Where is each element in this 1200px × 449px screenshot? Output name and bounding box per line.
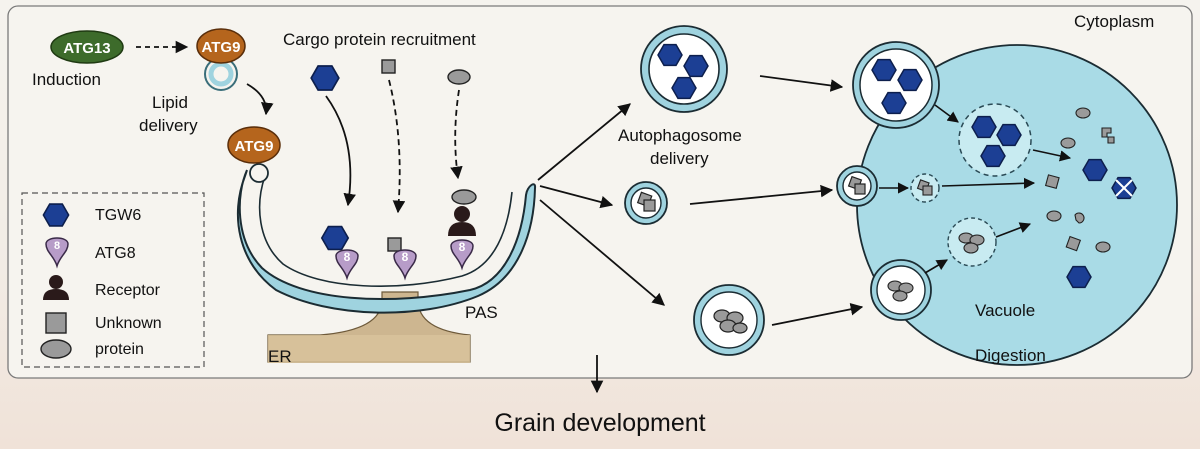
atg8-2: 8 bbox=[393, 249, 417, 279]
atg9-mid-label: ATG9 bbox=[235, 138, 274, 155]
arrow-to-vacuole-2 bbox=[689, 184, 834, 205]
atg8-1: 8 bbox=[335, 249, 359, 279]
unknown-ellipse-incoming bbox=[447, 69, 471, 85]
arrow-to-vacuole-1 bbox=[759, 75, 844, 92]
svg-text:8: 8 bbox=[344, 250, 351, 264]
digestion-label: Digestion bbox=[975, 346, 1046, 365]
tgw6-bound bbox=[320, 225, 350, 251]
atg9-top-shape bbox=[196, 28, 246, 64]
arrow-to-autophagosome-2 bbox=[539, 185, 614, 209]
legend-atg8-icon: 8 bbox=[45, 237, 69, 267]
autophagosome-label-1: Autophagosome bbox=[618, 126, 742, 145]
arrow-to-autophagosome-1 bbox=[537, 103, 631, 181]
autophagosome-label-2: delivery bbox=[650, 149, 709, 168]
atg9-top-label: ATG9 bbox=[202, 39, 241, 56]
pas-label: PAS bbox=[465, 303, 498, 322]
phagophore-membrane bbox=[236, 169, 537, 314]
legend-protein: protein bbox=[95, 341, 144, 358]
arrow-to-vacuole-3 bbox=[771, 303, 864, 326]
arrow-to-autophagosome-3 bbox=[539, 199, 665, 306]
cargo-recruitment-label: Cargo protein recruitment bbox=[283, 30, 476, 49]
legend-hexagon-icon bbox=[42, 203, 70, 227]
legend-atg8: ATG8 bbox=[95, 245, 136, 262]
unknown-ellipse-bound bbox=[451, 189, 477, 205]
lipid-label-1: Lipid bbox=[152, 93, 188, 112]
ellipse-arrow bbox=[450, 89, 463, 180]
induction-label: Induction bbox=[32, 70, 101, 89]
atg13-label: ATG13 bbox=[63, 40, 110, 57]
atg13-shape bbox=[50, 30, 124, 64]
legend-unknown: Unknown bbox=[95, 315, 162, 332]
square-arrow bbox=[388, 79, 406, 214]
svg-text:8: 8 bbox=[402, 250, 409, 264]
legend-square-icon bbox=[45, 312, 67, 334]
legend-receptor-icon bbox=[43, 275, 69, 300]
legend-tgw6: TGW6 bbox=[95, 207, 141, 224]
svg-text:8: 8 bbox=[459, 240, 466, 254]
cytoplasm-label: Cytoplasm bbox=[1074, 12, 1154, 31]
svg-text:8: 8 bbox=[54, 240, 60, 252]
legend-ellipse-icon bbox=[40, 339, 72, 359]
lipid-arrow bbox=[246, 83, 274, 116]
lipid-label-2: delivery bbox=[139, 116, 198, 135]
legend-box bbox=[21, 192, 205, 368]
vacuole-label: Vacuole bbox=[975, 301, 1035, 320]
receptor-bound bbox=[448, 206, 476, 236]
unknown-square-bound bbox=[387, 237, 402, 252]
atg8-3: 8 bbox=[450, 239, 474, 269]
atg9-mid-shape bbox=[227, 126, 281, 164]
tgw6-arrow bbox=[325, 95, 356, 207]
er-label: ER bbox=[268, 347, 292, 366]
grain-development-label: Grain development bbox=[494, 409, 705, 437]
unknown-square-incoming bbox=[381, 59, 396, 74]
legend-receptor: Receptor bbox=[95, 282, 161, 299]
tgw6-hexagon-incoming bbox=[310, 65, 340, 91]
